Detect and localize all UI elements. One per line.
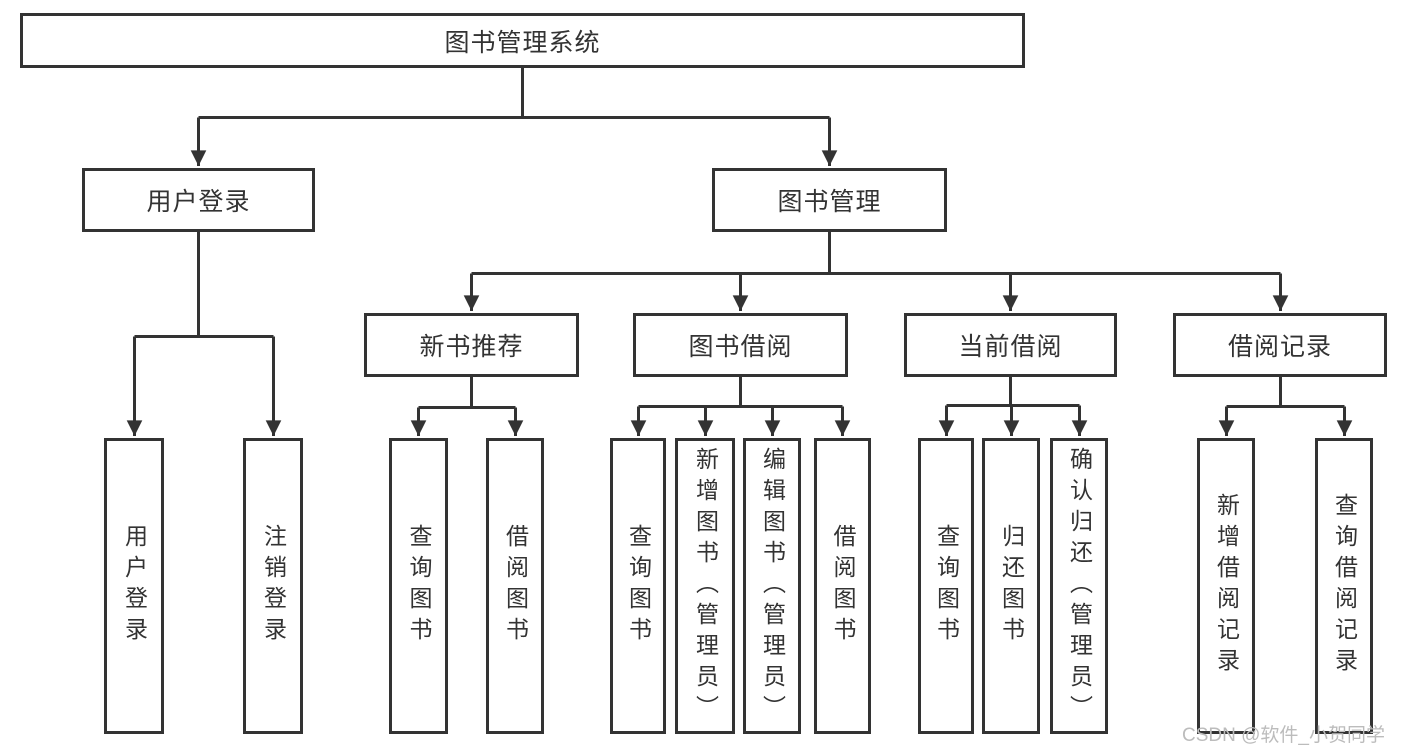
node-current-borrow: 当前借阅	[904, 313, 1117, 377]
node-root-library-system: 图书管理系统	[20, 13, 1025, 68]
leaf-logout: 注销登录	[243, 438, 303, 734]
leaf-query-books-current: 查询图书	[918, 438, 974, 734]
leaf-add-books-admin: 新增图书（管理员）	[675, 438, 735, 734]
leaf-confirm-return-admin: 确认归还（管理员）	[1050, 438, 1108, 734]
connector-borrow-record-trunk	[1226, 374, 1345, 408]
leaf-borrow-books-recommend: 借阅图书	[486, 438, 544, 734]
connector-user-login-trunk	[134, 229, 274, 338]
leaf-return-books: 归还图书	[982, 438, 1040, 734]
csdn-watermark: CSDN @软件_小贺同学	[1182, 725, 1385, 746]
leaf-query-borrow-record: 查询借阅记录	[1315, 438, 1373, 734]
leaf-query-books-recommend: 查询图书	[389, 438, 448, 734]
connector-book-management-trunk	[471, 229, 1281, 275]
node-new-book-recommend: 新书推荐	[364, 313, 579, 377]
connector-book-borrow-trunk	[638, 374, 843, 408]
connector-root-trunk	[198, 66, 830, 119]
node-book-management: 图书管理	[712, 168, 947, 232]
leaf-query-books-borrow: 查询图书	[610, 438, 666, 734]
node-book-borrow: 图书借阅	[633, 313, 848, 377]
leaf-edit-books-admin: 编辑图书（管理员）	[743, 438, 801, 734]
leaf-user-login: 用户登录	[104, 438, 164, 734]
leaf-borrow-books: 借阅图书	[814, 438, 871, 734]
connector-new-book-trunk	[418, 374, 516, 409]
node-user-login: 用户登录	[82, 168, 315, 232]
node-borrow-record: 借阅记录	[1173, 313, 1387, 377]
connector-current-borrow-trunk	[946, 374, 1080, 407]
leaf-add-borrow-record: 新增借阅记录	[1197, 438, 1255, 734]
